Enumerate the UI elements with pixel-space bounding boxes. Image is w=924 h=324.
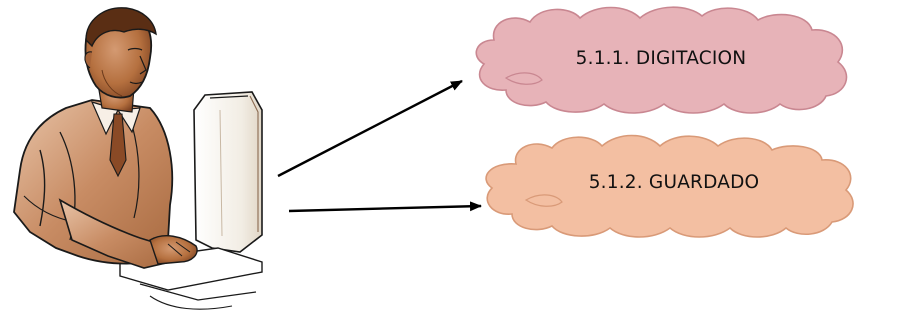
person-hand [149,235,198,265]
cloud-guardado-label: 5.1.2. GUARDADO [589,172,760,193]
cloud-digitacion: 5.1.1. DIGITACION [475,6,848,114]
tie [109,113,127,178]
person-arm [58,198,171,269]
cloud-guardado: 5.1.2. GUARDADO [485,134,854,238]
arrow-to-guardado [288,201,482,213]
cloud-guardado-shape [485,134,854,238]
user-at-computer-illustration [13,7,263,310]
cloud-digitacion-shape [475,6,848,114]
monitor-shape [193,91,263,253]
cloud-digitacion-label: 5.1.1. DIGITACION [576,48,747,69]
person-body [13,99,174,265]
person-hair [85,7,157,48]
arrow-to-digitacion [277,79,463,178]
